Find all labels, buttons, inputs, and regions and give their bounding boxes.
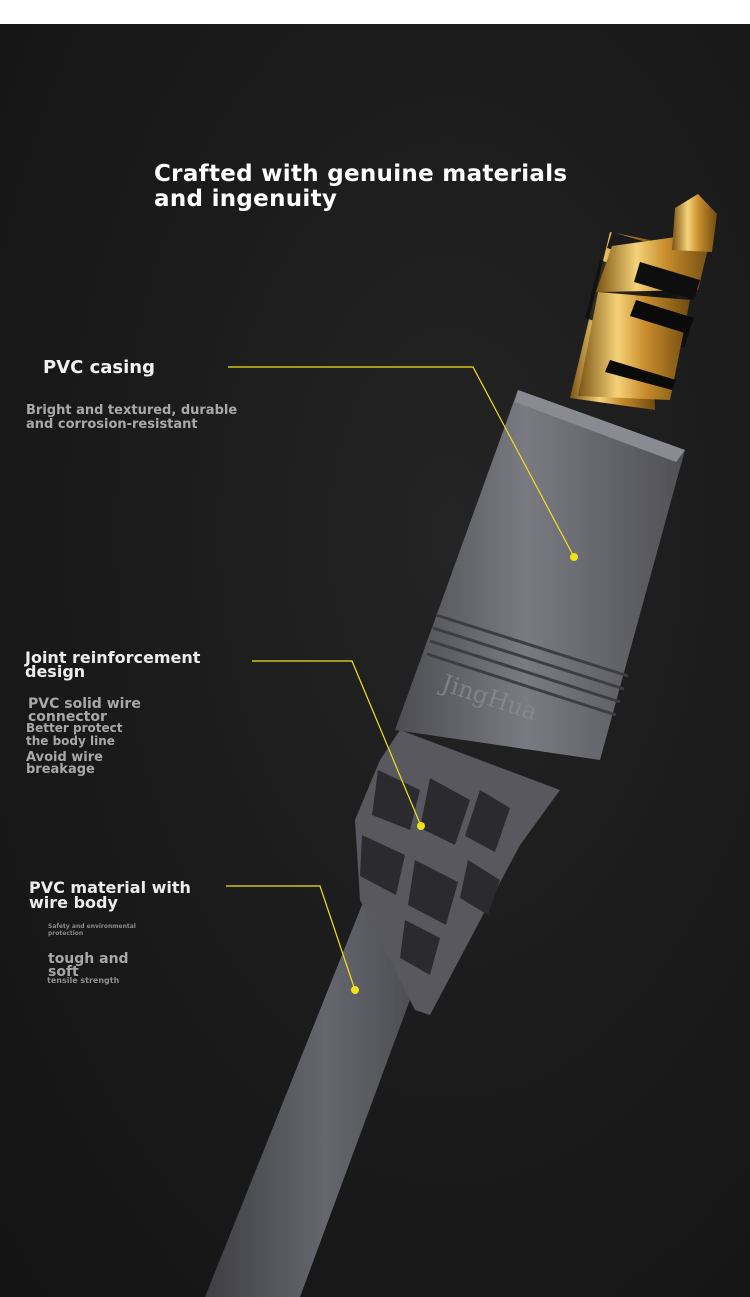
- pvc-casing-label: PVC casing: [43, 357, 155, 378]
- gold-plated-plug: [570, 194, 717, 410]
- strain-relief-boot: [355, 730, 560, 1015]
- callout-line-joint: [252, 660, 422, 827]
- joint-point-connector: PVC solid wire connector: [28, 696, 141, 725]
- joint-point-breakage: Avoid wire breakage: [26, 750, 103, 777]
- pvc-casing-description: Bright and textured, durable and corrosi…: [26, 403, 238, 432]
- callout-lines: [226, 366, 575, 991]
- wire-body-label: PVC material with wire body: [29, 878, 191, 912]
- wire-body-tough-soft: tough and soft: [48, 951, 129, 980]
- wire-body-tensile: tensile strength: [47, 976, 120, 985]
- connector-housing: JingHua: [395, 390, 685, 760]
- top-white-strip: [0, 0, 750, 24]
- headline: Crafted with genuine materials and ingen…: [154, 161, 568, 212]
- callout-dot-wire: [351, 986, 359, 994]
- callout-dot-joint: [417, 822, 425, 830]
- wire-body-safety-note: Safety and environmental protection: [48, 923, 136, 937]
- joint-point-protect: Better protect the body line: [26, 721, 123, 748]
- callout-dot-casing: [570, 553, 578, 561]
- callout-line-wire: [226, 885, 356, 991]
- callout-line-casing: [228, 366, 575, 558]
- cable-body: [205, 880, 445, 1297]
- joint-reinforcement-label: Joint reinforcement design: [25, 648, 201, 681]
